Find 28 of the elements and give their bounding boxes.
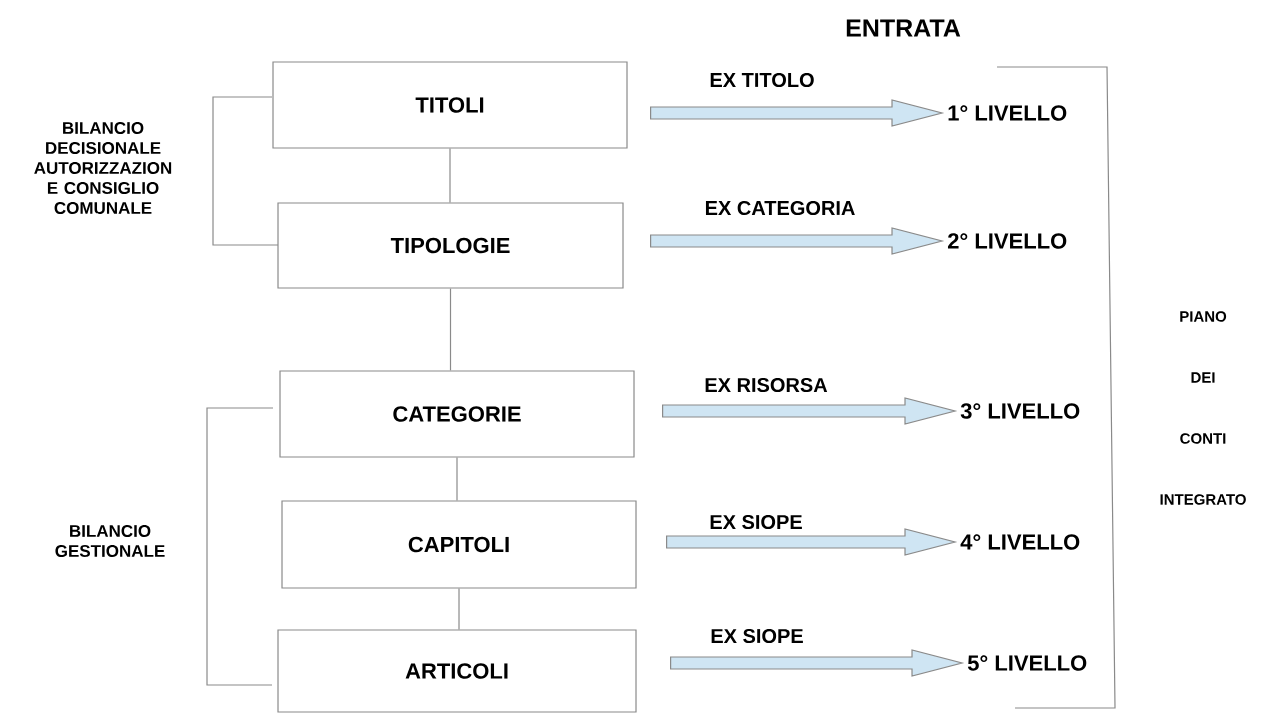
edge-label: EX SIOPE [708,513,804,531]
connector-line [449,288,452,371]
side-label: BILANCIO DECISIONALE AUTORIZZAZION E CONSIGLIO COMUNALE [34,121,172,214]
connector-line [449,148,451,203]
connector-line [458,588,460,630]
box: ARTICOLI [277,629,637,713]
edge-label: EX SIOPE [709,627,805,645]
box: TITOLI [272,61,628,149]
level-label: 5° LIVELLO [967,655,1087,671]
block-arrow [662,397,958,425]
edge-label: EX RISORSA [703,376,829,394]
side-label: PIANO DEI CONTI INTEGRATO [1160,311,1246,505]
edge-label: EX TITOLO [708,71,816,89]
box: CATEGORIE [279,370,635,458]
title: ENTRATA [846,19,961,37]
level-label: 3° LIVELLO [960,403,1080,419]
block-arrow [650,99,945,127]
block-arrow [666,528,958,556]
box: CAPITOLI [281,500,637,589]
connector-line [456,457,458,501]
level-label: 2° LIVELLO [948,233,1067,249]
box: TIPOLOGIE [277,202,624,289]
side-label: BILANCIO GESTIONALE [55,525,165,557]
block-arrow [670,649,965,677]
level-label: 4° LIVELLO [960,534,1080,550]
edge-label: EX CATEGORIA [703,199,857,217]
level-label: 1° LIVELLO [948,105,1067,121]
block-arrow [650,227,945,255]
